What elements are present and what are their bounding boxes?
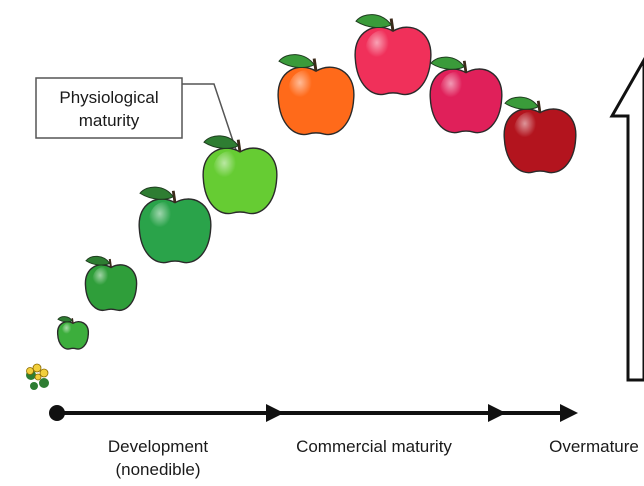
- apple-shine: [61, 323, 76, 340]
- callout-line1: Physiological: [59, 88, 158, 107]
- overmature-label: Overmature: [549, 437, 639, 456]
- apple-stem: [236, 139, 242, 153]
- apple-stem: [108, 258, 112, 268]
- timeline-arrow-end: [560, 404, 578, 422]
- apple-medium-green: [138, 186, 212, 264]
- timeline-arrow-2: [488, 404, 506, 422]
- apple-leaf: [430, 56, 465, 70]
- timeline-arrow-1: [266, 404, 284, 422]
- apple-stem: [389, 18, 395, 32]
- apple-shine: [513, 112, 546, 151]
- development-sublabel: (nonedible): [115, 460, 200, 479]
- callout-pointer: [182, 83, 237, 151]
- apple-series: [56, 14, 577, 350]
- apple-leaf: [504, 96, 539, 110]
- development-label: Development: [108, 437, 208, 456]
- apple-stem: [536, 100, 542, 113]
- callout-line2: maturity: [79, 111, 140, 130]
- apple-leaf: [203, 135, 239, 149]
- apple-leaf: [355, 14, 392, 28]
- apple-orange: [277, 54, 355, 136]
- apple-stem: [171, 190, 177, 203]
- apple-dark-red: [503, 96, 577, 174]
- timeline-axis: [49, 404, 578, 422]
- apple-shine: [439, 72, 472, 111]
- flower-icon: [26, 363, 49, 390]
- apple-shine: [148, 202, 181, 241]
- callout-box: [35, 77, 183, 139]
- apple-stem: [312, 58, 318, 72]
- apple-shine: [213, 151, 246, 191]
- timeline-start-dot: [49, 405, 65, 421]
- commercial-maturity-label: Commercial maturity: [296, 437, 452, 456]
- apple-tiny-green: [56, 316, 90, 350]
- apple-leaf: [139, 186, 174, 200]
- apple-shine: [288, 70, 322, 112]
- apple-shine: [92, 267, 115, 295]
- apple-magenta: [429, 56, 503, 134]
- apple-pink-red: [354, 14, 432, 96]
- apple-leaf: [85, 255, 111, 266]
- apple-leaf: [57, 316, 73, 323]
- apple-leaf: [278, 54, 315, 68]
- vertical-arrow: [609, 56, 644, 382]
- apple-yellow-green: [202, 135, 278, 215]
- apple-small-green: [84, 255, 138, 311]
- physiological-maturity-callout: Physiological maturity: [35, 77, 237, 151]
- apple-stem: [462, 60, 468, 73]
- apple-shine: [365, 30, 399, 72]
